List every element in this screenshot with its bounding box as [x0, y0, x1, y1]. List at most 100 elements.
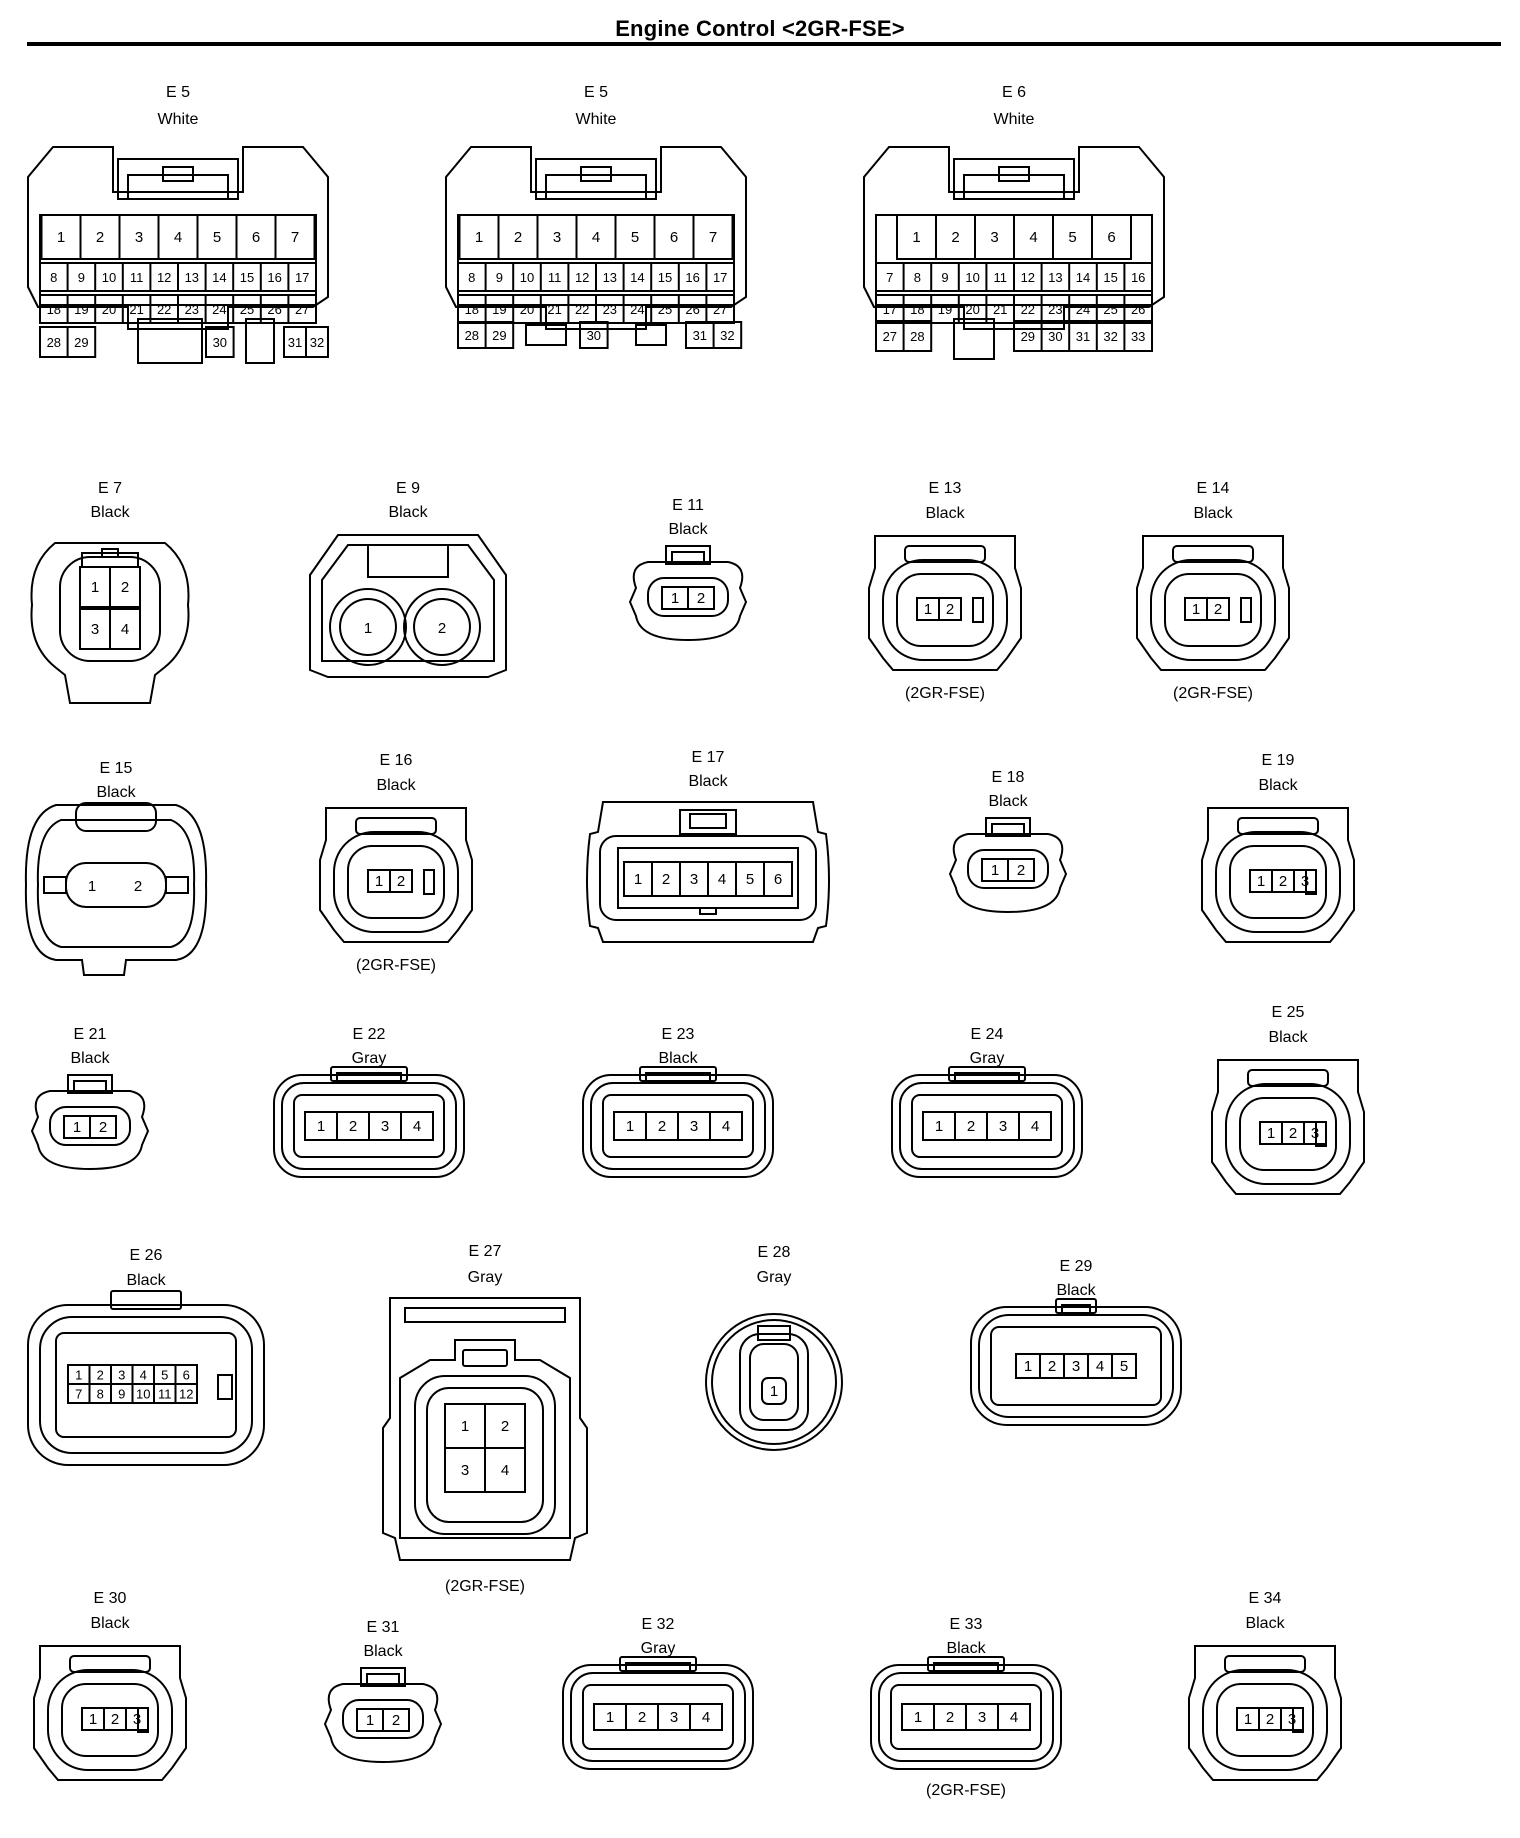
outline	[110, 1290, 182, 1310]
pin-number: 11	[130, 270, 144, 285]
pin-number: 15	[658, 270, 672, 285]
pin-number: 7	[886, 270, 893, 285]
pin-number: 2	[121, 579, 129, 596]
pin-number: 1	[634, 871, 642, 888]
connector-note: (2GR-FSE)	[1173, 685, 1253, 702]
pin-number: 4	[1031, 1118, 1039, 1135]
title-rule	[27, 42, 1501, 46]
pin-number: 18	[47, 302, 61, 317]
pin-number: 9	[941, 270, 948, 285]
outline	[978, 1314, 1174, 1418]
pin-number: 2	[349, 1118, 357, 1135]
connector-id: E 6	[1002, 84, 1026, 101]
outline	[749, 1343, 799, 1421]
connector-note: (2GR-FSE)	[905, 685, 985, 702]
outline	[33, 1645, 187, 1781]
connector-id: E 16	[380, 752, 413, 769]
pin-number: 4	[174, 229, 182, 246]
pin-number: 2	[1266, 1711, 1274, 1728]
outline	[899, 1082, 1075, 1170]
pin-number: 29	[74, 335, 88, 350]
pin-number: 24	[1076, 302, 1090, 317]
pin-number: 33	[1131, 329, 1145, 344]
outline	[998, 166, 1030, 182]
pin-number: 12	[157, 270, 171, 285]
pin-number: 1	[606, 1709, 614, 1726]
outline	[39, 1316, 253, 1454]
outline	[205, 326, 235, 358]
pin-cavity	[403, 588, 481, 666]
outline	[43, 876, 67, 894]
pin-number: 2	[1289, 1125, 1297, 1142]
pin-number: 1	[91, 579, 99, 596]
pin-number: 4	[702, 1709, 710, 1726]
pin-number: 3	[1072, 1358, 1080, 1375]
outline	[333, 831, 459, 933]
housing	[711, 1319, 837, 1445]
connector-id: E 9	[396, 480, 420, 497]
outline	[635, 324, 667, 346]
outline	[1249, 869, 1317, 893]
outline	[878, 1672, 1054, 1762]
pin-number: 9	[118, 1387, 125, 1402]
outline	[599, 835, 817, 921]
pin-number: 12	[179, 1387, 193, 1402]
connector-color: Black	[96, 784, 136, 801]
pin-number: 22	[157, 302, 171, 317]
pin-number: 1	[1257, 873, 1265, 890]
pin-number: 13	[603, 270, 617, 285]
connector-id: E 29	[1060, 1258, 1093, 1275]
outline	[55, 1332, 237, 1438]
pin-number: 2	[697, 590, 705, 607]
pin-number: 19	[492, 302, 506, 317]
pin-number: 7	[75, 1387, 82, 1402]
pin-number: 1	[461, 1418, 469, 1435]
connector-id: E 30	[94, 1590, 127, 1607]
connector-id: E 24	[971, 1026, 1004, 1043]
pin-number: 2	[514, 229, 522, 246]
outline	[366, 1673, 400, 1687]
connector-id: E 5	[584, 84, 608, 101]
pin-number: 1	[366, 1712, 374, 1729]
outline	[904, 545, 986, 563]
outline	[1225, 1083, 1351, 1185]
pin-number: 15	[240, 270, 254, 285]
outline	[990, 1326, 1162, 1406]
pin-number: 4	[1096, 1358, 1104, 1375]
outline	[24, 804, 208, 976]
pin-number: 2	[967, 1118, 975, 1135]
outline	[967, 849, 1049, 889]
pin-number: 16	[267, 270, 281, 285]
outline	[699, 907, 717, 915]
connector-note: (2GR-FSE)	[445, 1578, 525, 1595]
pin-number: 20	[102, 302, 116, 317]
connector-color: Black	[70, 1050, 110, 1067]
outline	[217, 1374, 233, 1400]
outline	[1136, 535, 1290, 671]
pin-number: 2	[951, 229, 959, 246]
outline	[602, 1094, 754, 1158]
connector-color: Black	[688, 773, 728, 790]
outline	[30, 542, 190, 704]
outline	[245, 318, 275, 364]
pin-number: 31	[288, 335, 302, 350]
outline	[1224, 1655, 1306, 1673]
connector-id: E 31	[367, 1619, 400, 1636]
pin-number: 2	[111, 1711, 119, 1728]
pin-number: 11	[548, 270, 562, 285]
pin-cavity	[339, 598, 397, 656]
pin-number: 2	[1017, 862, 1025, 879]
connector-id: E 33	[950, 1616, 983, 1633]
outline	[628, 561, 748, 642]
connector-color: Black	[1056, 1282, 1096, 1299]
connector-color: White	[576, 111, 617, 128]
pin-number: 25	[658, 302, 672, 317]
connector-id: E 27	[469, 1243, 502, 1260]
outline	[863, 146, 1165, 330]
pin-number: 3	[690, 1118, 698, 1135]
pin-number: 12	[1021, 270, 1035, 285]
